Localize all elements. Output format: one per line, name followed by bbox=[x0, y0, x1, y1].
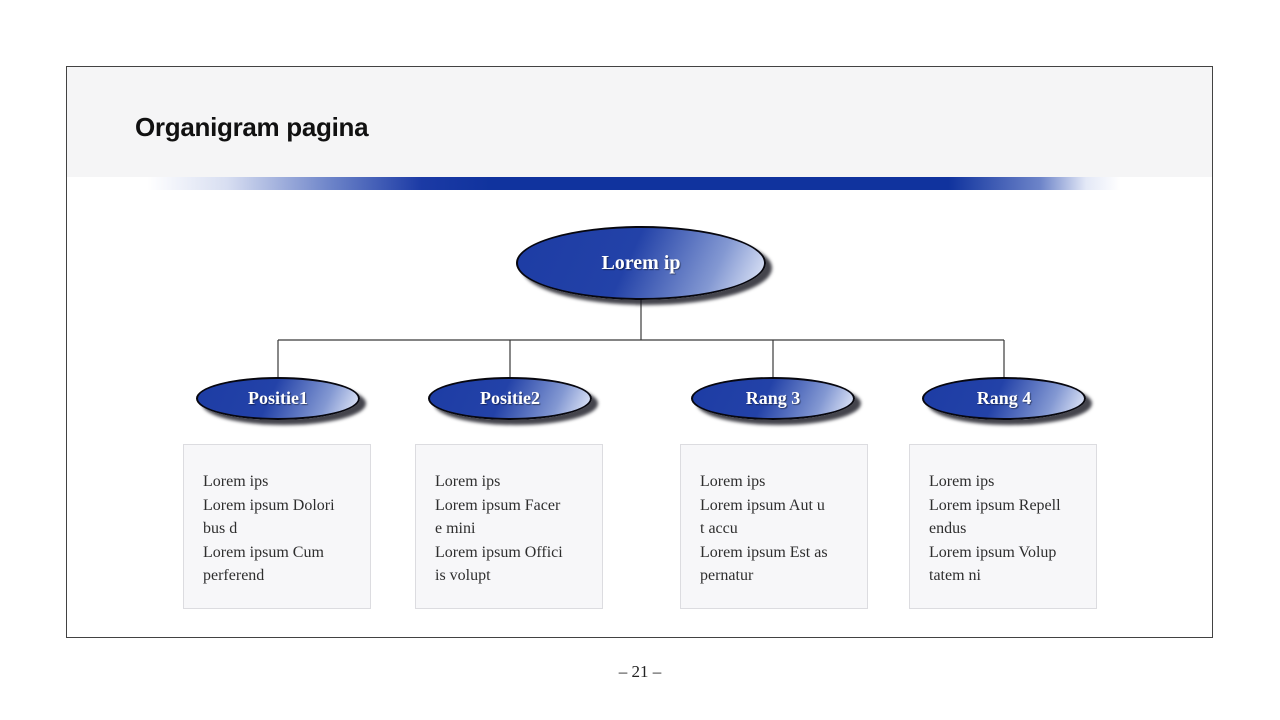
detail-line: Lorem ips bbox=[700, 473, 766, 490]
org-node-root[interactable]: Lorem ip bbox=[516, 226, 766, 300]
org-node-positie2-label: Positie2 bbox=[480, 388, 540, 408]
org-node-rang3[interactable]: Rang 3 bbox=[691, 377, 855, 420]
detail-line: Lorem ipsum Aut u bbox=[700, 496, 825, 514]
page-number: – 21 – bbox=[618, 662, 662, 681]
detail-line: Lorem ipsum Dolori bbox=[203, 496, 335, 514]
detail-line: Lorem ipsum Facer bbox=[435, 496, 561, 514]
detail-line: Lorem ips bbox=[203, 473, 269, 490]
org-chart: Lorem ip Positie1 Positie2 Rang 3 Rang 4… bbox=[67, 190, 1212, 637]
page-title: Organigram pagina bbox=[135, 112, 369, 142]
detail-line: Lorem ipsum Repell bbox=[929, 496, 1061, 514]
detail-line: Lorem ipsum Offici bbox=[435, 543, 563, 561]
detail-line: perferend bbox=[203, 567, 265, 584]
detail-line: e mini bbox=[435, 520, 476, 537]
org-node-rang3-label: Rang 3 bbox=[745, 388, 801, 408]
detail-box-positie2[interactable]: Lorem ips Lorem ipsum Facer e mini Lorem… bbox=[415, 444, 603, 609]
org-node-rang4-label: Rang 4 bbox=[976, 388, 1032, 408]
slide-header: Organigram pagina bbox=[67, 67, 1212, 177]
detail-line: Lorem ipsum Volup bbox=[929, 543, 1057, 561]
detail-box-rang4[interactable]: Lorem ips Lorem ipsum Repell endus Lorem… bbox=[909, 444, 1097, 609]
detail-line: is volupt bbox=[435, 567, 491, 584]
org-node-positie1-label: Positie1 bbox=[248, 388, 308, 408]
detail-box-rang3[interactable]: Lorem ips Lorem ipsum Aut u t accu Lorem… bbox=[680, 444, 868, 609]
detail-line: Lorem ipsum Est as bbox=[700, 543, 828, 561]
org-node-positie1[interactable]: Positie1 bbox=[196, 377, 360, 420]
org-node-root-label: Lorem ip bbox=[601, 251, 681, 274]
detail-line: bus d bbox=[203, 520, 238, 537]
accent-divider-bar bbox=[67, 177, 1212, 190]
slide-frame: Organigram pagina Lorem ip Positie1 Posi… bbox=[66, 66, 1213, 638]
detail-box-positie1[interactable]: Lorem ips Lorem ipsum Dolori bus d Lorem… bbox=[183, 444, 371, 609]
detail-line: tatem ni bbox=[929, 567, 981, 584]
detail-line: endus bbox=[929, 520, 967, 537]
detail-line: pernatur bbox=[700, 567, 754, 584]
detail-line: t accu bbox=[700, 520, 738, 537]
detail-line: Lorem ips bbox=[435, 473, 501, 490]
detail-line: Lorem ips bbox=[929, 473, 995, 490]
org-node-positie2[interactable]: Positie2 bbox=[428, 377, 592, 420]
detail-line: Lorem ipsum Cum bbox=[203, 543, 324, 561]
org-node-rang4[interactable]: Rang 4 bbox=[922, 377, 1086, 420]
